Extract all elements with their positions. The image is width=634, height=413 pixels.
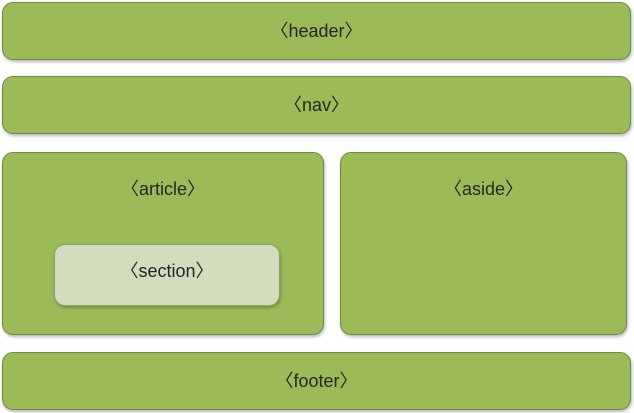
footer-label: 〈footer〉 [275, 371, 358, 391]
header-label: 〈header〉 [270, 21, 363, 41]
aside-label: 〈aside〉 [443, 179, 524, 199]
section-label: 〈section〉 [120, 261, 214, 281]
header-block: 〈header〉 [2, 2, 631, 60]
article-block: 〈article〉 〈section〉 [2, 152, 324, 335]
nav-label: 〈nav〉 [283, 95, 350, 115]
nav-block: 〈nav〉 [2, 76, 631, 134]
footer-block: 〈footer〉 [2, 352, 631, 410]
aside-block: 〈aside〉 [340, 152, 627, 335]
section-block: 〈section〉 [54, 244, 280, 306]
article-label: 〈article〉 [120, 179, 205, 199]
